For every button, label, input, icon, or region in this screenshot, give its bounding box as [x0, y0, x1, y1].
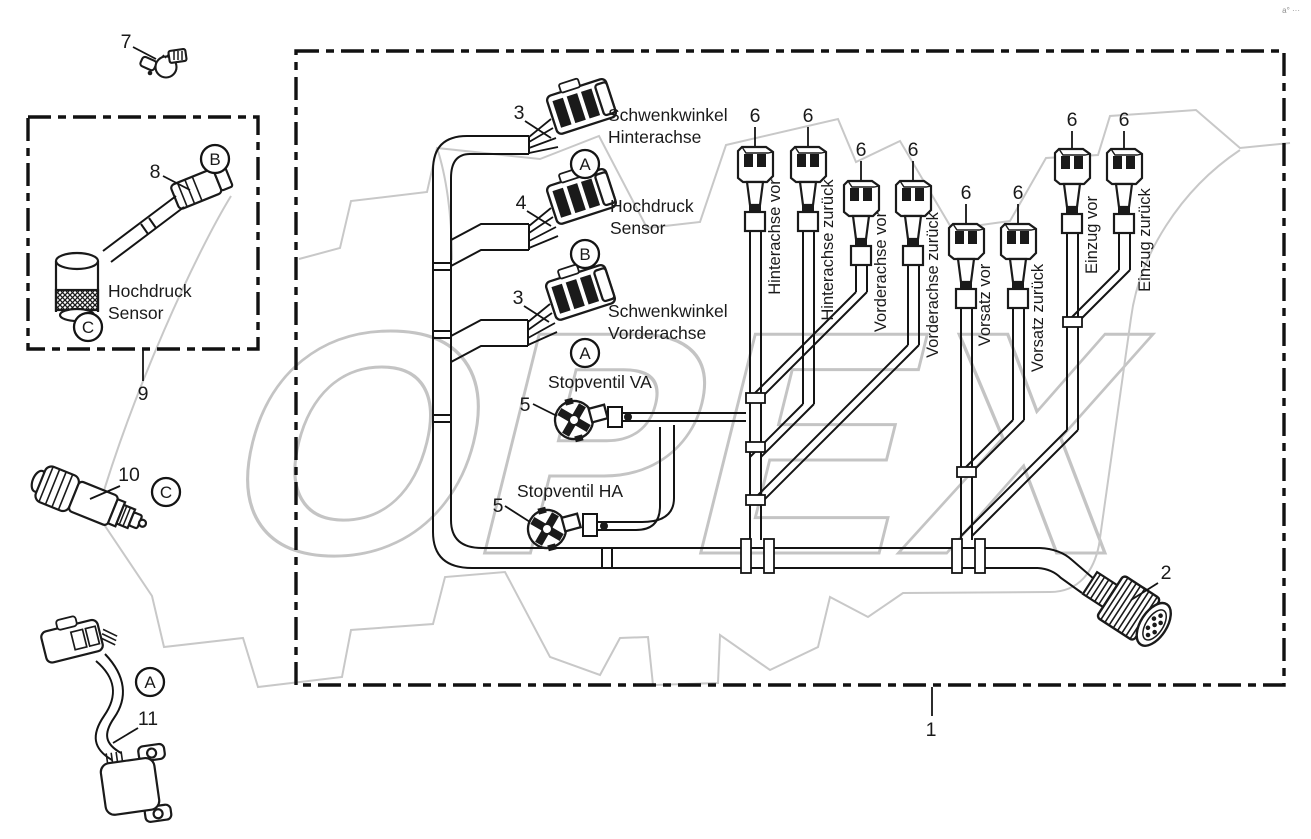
harness-trunk: [432, 135, 1095, 594]
part-number-6: 6: [961, 182, 972, 204]
part-number-6: 6: [856, 139, 867, 161]
label-vorsatz-zurueck: Vorsatz zurück: [1029, 263, 1047, 372]
part-number-6: 6: [1119, 109, 1130, 131]
part-number-3: 3: [513, 287, 524, 309]
svg-text:A: A: [579, 155, 591, 174]
ref-circle-a-speed-sensor: A: [134, 666, 166, 698]
svg-text:B: B: [579, 245, 590, 264]
part-number-6: 6: [1013, 182, 1024, 204]
speed-sensor: 11 A: [40, 615, 173, 823]
label-vorderachse: Vorderachse: [608, 323, 706, 343]
label-vorderachse-zurueck: Vorderachse zurück: [924, 211, 942, 358]
svg-text:C: C: [82, 318, 94, 337]
part-number-1: 1: [926, 719, 937, 741]
branch-labels: Hinterachse vor Hinterachse zurück Vorde…: [766, 179, 1154, 372]
label-schwenkwinkel-2: Schwenkwinkel: [608, 301, 728, 321]
corner-artifact: a° ···: [1282, 6, 1300, 15]
part-number-11: 11: [138, 708, 158, 730]
connector-schwenkwinkel-hinterachse: [542, 69, 619, 137]
part-number-9: 9: [138, 383, 149, 405]
label-stopventil-va: Stopventil VA: [548, 372, 652, 392]
part-number-5: 5: [493, 495, 504, 517]
part-number-6: 6: [803, 105, 814, 127]
harness-callout: 1: [926, 687, 937, 741]
part-number-3: 3: [514, 102, 525, 124]
hose-clip: 7: [121, 31, 188, 79]
label-hinterachse-vor: Hinterachse vor: [766, 179, 784, 295]
label-hochdruck: Hochdruck: [610, 196, 694, 216]
label-stopventil-ha: Stopventil HA: [517, 481, 623, 501]
label-schwenkwinkel-1: Schwenkwinkel: [608, 105, 728, 125]
part-number-5: 5: [520, 394, 531, 416]
part-number-6: 6: [1067, 109, 1078, 131]
inset-hochdruck-sensor: 8 B C Hochdruck Sensor 9: [54, 143, 234, 405]
part-number-10: 10: [118, 464, 140, 486]
watermark: OPEX: [95, 108, 1291, 689]
ref-circle-c-inset: C: [72, 311, 104, 343]
label-inset-hochdruck: Hochdruck: [108, 281, 192, 301]
part-number-4: 4: [516, 192, 527, 214]
label-einzug-zurueck: Einzug zurück: [1136, 187, 1154, 291]
inset-box-hochdruck-sensor: [26, 115, 260, 351]
part-number-6: 6: [750, 105, 761, 127]
branch-junction-clips: [740, 316, 1083, 574]
label-hinterachse-zurueck: Hinterachse zurück: [819, 179, 837, 321]
svg-text:A: A: [144, 673, 156, 692]
label-hinterachse: Hinterachse: [608, 127, 701, 147]
part-number-2: 2: [1161, 562, 1172, 584]
pressure-switch: 10 C: [30, 464, 182, 530]
label-vorsatz-vor: Vorsatz vor: [976, 263, 994, 346]
ref-circle-b-hochdruck: B: [569, 238, 601, 270]
part6-callouts: 6 6 6 6 6 6 6 6: [750, 105, 1130, 223]
watermark-text: OPEX: [195, 266, 1183, 621]
stopventil-ha: 5 Stopventil HA: [493, 425, 675, 555]
svg-text:C: C: [160, 483, 172, 502]
ref-circle-a-vorderachse: A: [569, 337, 601, 369]
main-harness-boundary: [294, 49, 1286, 687]
part-number-6: 6: [908, 139, 919, 161]
sensor-plugs: [527, 69, 619, 346]
valve-branch-lines: [749, 231, 1131, 540]
stopventil-va: 5 Stopventil VA: [520, 372, 746, 446]
part-number-7: 7: [121, 31, 132, 53]
central-connector: 2: [1081, 562, 1172, 647]
label-sensor: Sensor: [610, 218, 666, 238]
ref-circle-b-inset: B: [199, 143, 231, 175]
sensor-plug-labels: Schwenkwinkel Hinterachse Hochdruck Sens…: [569, 105, 728, 369]
sensor-plug-callouts: 3 4 3: [513, 102, 552, 323]
label-vorderachse-vor: Vorderachse vor: [872, 211, 890, 332]
label-einzug-vor: Einzug vor: [1083, 196, 1101, 274]
svg-text:A: A: [579, 344, 591, 363]
part-number-8: 8: [150, 161, 161, 183]
label-inset-sensor: Sensor: [108, 303, 164, 323]
ref-circle-c-pressure-switch: C: [150, 476, 182, 508]
svg-text:B: B: [209, 150, 220, 169]
ref-circle-a-hinterachse: A: [569, 148, 601, 180]
